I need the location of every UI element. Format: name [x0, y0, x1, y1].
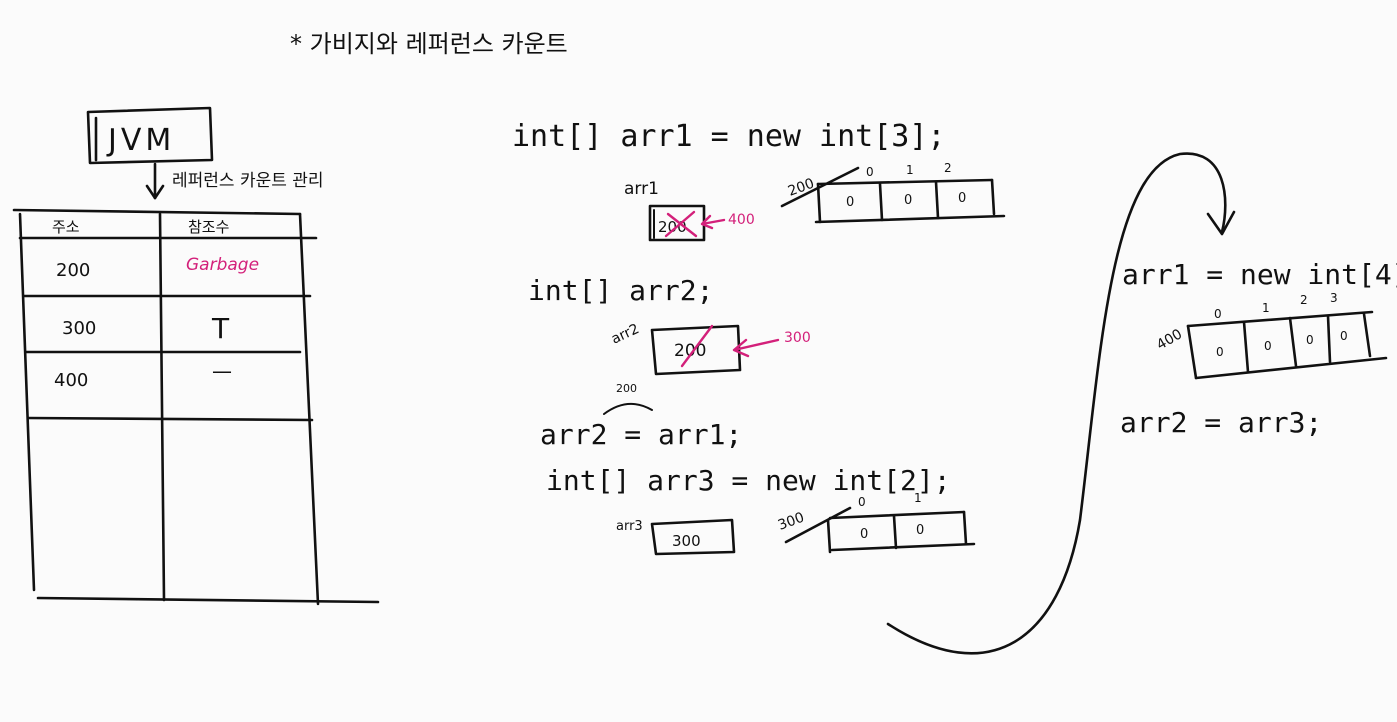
arr1-heap-array	[814, 178, 1006, 224]
arr3-reference-box	[650, 518, 736, 556]
arr3-heap-array	[826, 510, 976, 554]
arr1-new-index-1: 1	[1262, 301, 1270, 315]
arr1-index-2: 2	[944, 161, 952, 175]
jvm-arrow	[145, 162, 165, 200]
assign-note: 200	[616, 382, 637, 395]
table-header-address: 주소	[52, 218, 80, 236]
flow-curve-arrow	[886, 152, 1236, 655]
arr1-heap-slash	[780, 166, 860, 208]
arr2-strike	[680, 324, 714, 368]
assign-curve-arrow	[603, 403, 653, 415]
reference-table	[12, 208, 380, 606]
arr3-value-0: 0	[860, 527, 868, 542]
code-line-3: arr2 = arr1;	[540, 418, 742, 451]
jvm-arrow-caption: 레퍼런스 카운트 관리	[172, 171, 324, 191]
code-line-4: int[] arr3 = new int[2];	[546, 464, 951, 497]
arr1-new-index-0: 0	[1214, 307, 1222, 321]
arr3-index-0: 0	[858, 495, 866, 509]
arr3-var-label: arr3	[616, 519, 643, 534]
arr2-reference-box	[650, 324, 742, 376]
arr1-new-address: 400	[728, 212, 755, 228]
arr1-new-heap-address: 400	[1154, 326, 1185, 353]
arr2-old-address: 200	[674, 341, 706, 361]
arr1-index-1: 1	[906, 163, 914, 177]
table-row-3-count: —	[212, 359, 232, 383]
table-header-count: 참조수	[188, 218, 229, 236]
jvm-label: JVM	[106, 123, 175, 158]
arr2-pink-arrow	[732, 338, 780, 358]
arr1-reference-box	[648, 204, 706, 242]
table-row-1-count: Garbage	[186, 255, 259, 275]
jvm-box: JVM	[86, 106, 214, 165]
table-row-1-address: 200	[56, 260, 90, 281]
arr3-heap-slash	[784, 506, 852, 544]
code-line-6: arr2 = arr3;	[1120, 406, 1322, 439]
page-title: * 가비지와 레퍼런스 카운트	[290, 30, 568, 58]
arr3-value-1: 0	[916, 523, 924, 538]
code-line-5: arr1 = new int[4];	[1122, 258, 1397, 291]
table-row-3-address: 400	[54, 370, 88, 391]
arr2-var-label: arr2	[609, 321, 642, 348]
code-line-2: int[] arr2;	[528, 274, 713, 307]
arr1-new-value-0: 0	[1216, 345, 1224, 359]
arr2-new-address: 300	[784, 330, 811, 346]
arr3-address: 300	[672, 532, 701, 550]
arr1-value-2: 0	[958, 191, 966, 206]
arr1-new-value-3: 0	[1340, 329, 1348, 343]
arr1-strike	[664, 210, 698, 238]
arr1-value-1: 0	[904, 193, 912, 208]
arr1-index-0: 0	[866, 165, 874, 179]
arr1-value-0: 0	[846, 195, 854, 210]
code-line-1: int[] arr1 = new int[3];	[512, 119, 945, 154]
arr3-heap-address: 300	[776, 510, 807, 534]
arr1-new-value-2: 0	[1306, 333, 1314, 347]
arr3-index-1: 1	[914, 491, 922, 505]
arr1-new-index-2: 2	[1300, 293, 1308, 307]
table-row-2-address: 300	[62, 318, 96, 339]
arr1-new-index-3: 3	[1330, 291, 1338, 305]
arr1-new-value-1: 0	[1264, 339, 1272, 353]
arr1-pink-arrow	[700, 214, 726, 230]
arr1-var-label: arr1	[624, 179, 659, 199]
arr1-new-heap-array	[1186, 310, 1388, 380]
table-row-2-count: T	[211, 312, 230, 345]
